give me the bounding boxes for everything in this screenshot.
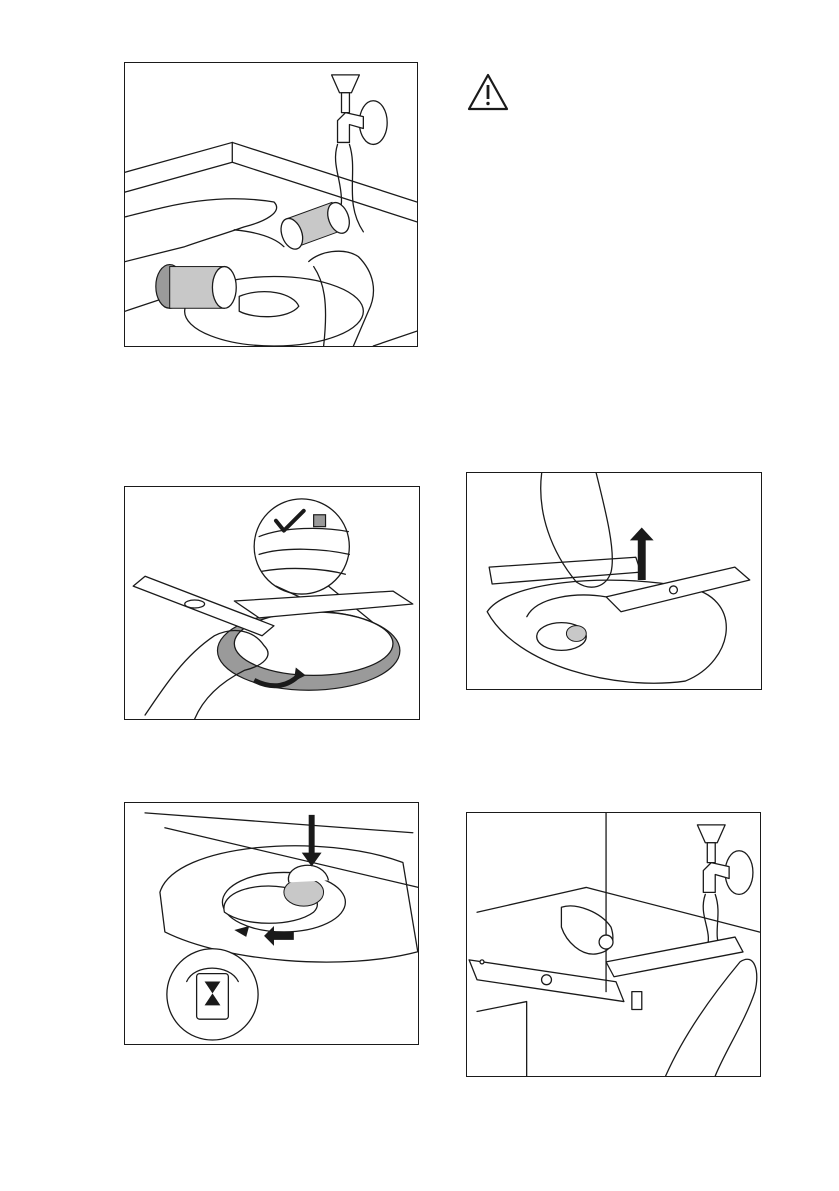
arrow-down-icon (302, 815, 322, 867)
marker-triangle-icon (234, 926, 249, 937)
filter-cylinder (277, 200, 353, 253)
clean-spray-arm-illustration (467, 813, 760, 1076)
remove-spray-arm-illustration (467, 473, 761, 689)
warning-triangle-icon (466, 72, 510, 112)
filter-on-base (156, 265, 236, 309)
figure-remove-spray-arm (466, 472, 762, 690)
figure-rinse-filters (124, 62, 418, 347)
water-tap-icon (332, 75, 388, 145)
figure-lock-filter (124, 802, 419, 1045)
figure-clean-spray-arm (466, 812, 761, 1077)
water-tap-icon (697, 825, 753, 894)
figure-install-spray-arm (124, 486, 420, 720)
lock-filter-illustration (125, 803, 418, 1044)
rinse-filters-illustration (125, 63, 417, 346)
install-spray-arm-illustration (125, 487, 419, 719)
